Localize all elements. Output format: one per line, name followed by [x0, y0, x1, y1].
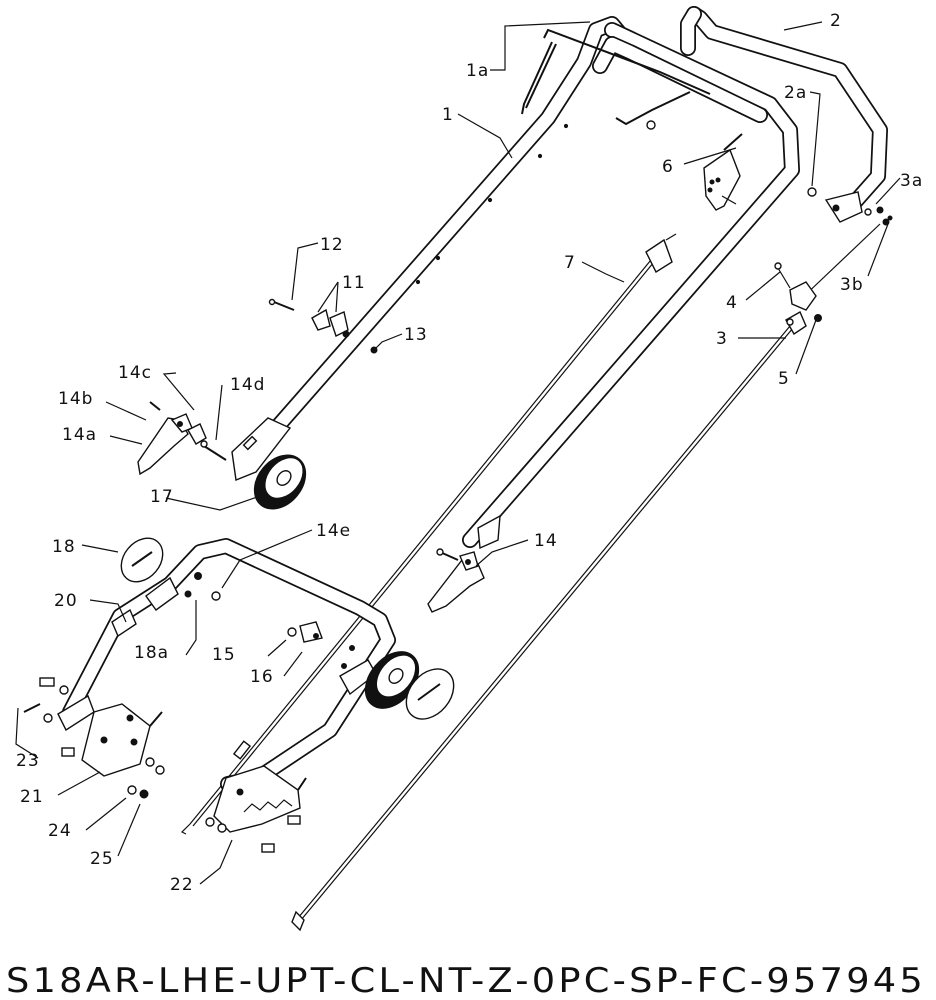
part-1-upper-handle: [231, 16, 800, 550]
callout-14e: 14e: [316, 521, 351, 541]
callout-2: 2: [830, 11, 842, 31]
callout-14: 14: [534, 531, 558, 551]
callout-18: 18: [52, 537, 76, 557]
part-2-control-bail: [680, 6, 888, 223]
part-number-code: S18AR-LHE-UPT-CL-NT-Z-0PC-SP-FC-957945: [6, 961, 926, 1000]
callout-16: 16: [250, 667, 274, 687]
part-22-plate: [205, 765, 307, 853]
callout-11: 11: [342, 273, 366, 293]
leader-lines: [15, 21, 901, 885]
callout-5: 5: [778, 369, 790, 389]
part-20-lower-handle: [57, 538, 396, 792]
callout-14a: 14a: [62, 425, 97, 445]
callout-1: 1: [442, 105, 454, 125]
callout-18a: 18a: [134, 643, 169, 663]
callout-14b: 14b: [58, 389, 93, 409]
callout-23: 23: [16, 751, 40, 771]
callout-22: 22: [170, 875, 194, 895]
callout-6: 6: [662, 157, 674, 177]
callout-labels: 1a 1 2 2a 3a 3b 3 4 5 6 7 11 12 13 14 14…: [16, 11, 923, 895]
part-18-knob: [120, 537, 221, 601]
part-1a-cable-guide: [521, 28, 711, 130]
part-7-cable: [180, 233, 677, 835]
callout-14c: 14c: [118, 363, 152, 383]
part-4-5-cable-clamp: [774, 262, 822, 326]
callout-1a: 1a: [466, 61, 489, 81]
callout-21: 21: [20, 787, 44, 807]
part-17-wheel: [253, 454, 307, 510]
part-14-lever: [427, 548, 485, 613]
part-6-cable-bracket: [703, 133, 743, 211]
callout-3b: 3b: [840, 275, 864, 295]
callout-17: 17: [150, 487, 174, 507]
callout-2a: 2a: [784, 83, 807, 103]
callout-13: 13: [404, 325, 428, 345]
callout-20: 20: [54, 591, 78, 611]
callout-24: 24: [48, 821, 72, 841]
callout-14d: 14d: [230, 375, 265, 395]
parts-11-12-13-hardware: [268, 298, 378, 354]
callout-3: 3: [716, 329, 728, 349]
callout-3a: 3a: [900, 171, 923, 191]
part-14a-lever-assembly: [137, 401, 227, 476]
part-21-plate: [23, 677, 165, 799]
part-15-16-bracket: [287, 621, 323, 643]
lower-wheel-assembly: [341, 645, 455, 720]
callout-4: 4: [726, 293, 738, 313]
callout-12: 12: [320, 235, 344, 255]
part-3-drive-cable: [291, 223, 881, 932]
small-hardware-2a-3a-3b: [807, 187, 893, 226]
callout-25: 25: [90, 849, 114, 869]
callout-15: 15: [212, 645, 236, 665]
callout-7: 7: [564, 253, 576, 273]
